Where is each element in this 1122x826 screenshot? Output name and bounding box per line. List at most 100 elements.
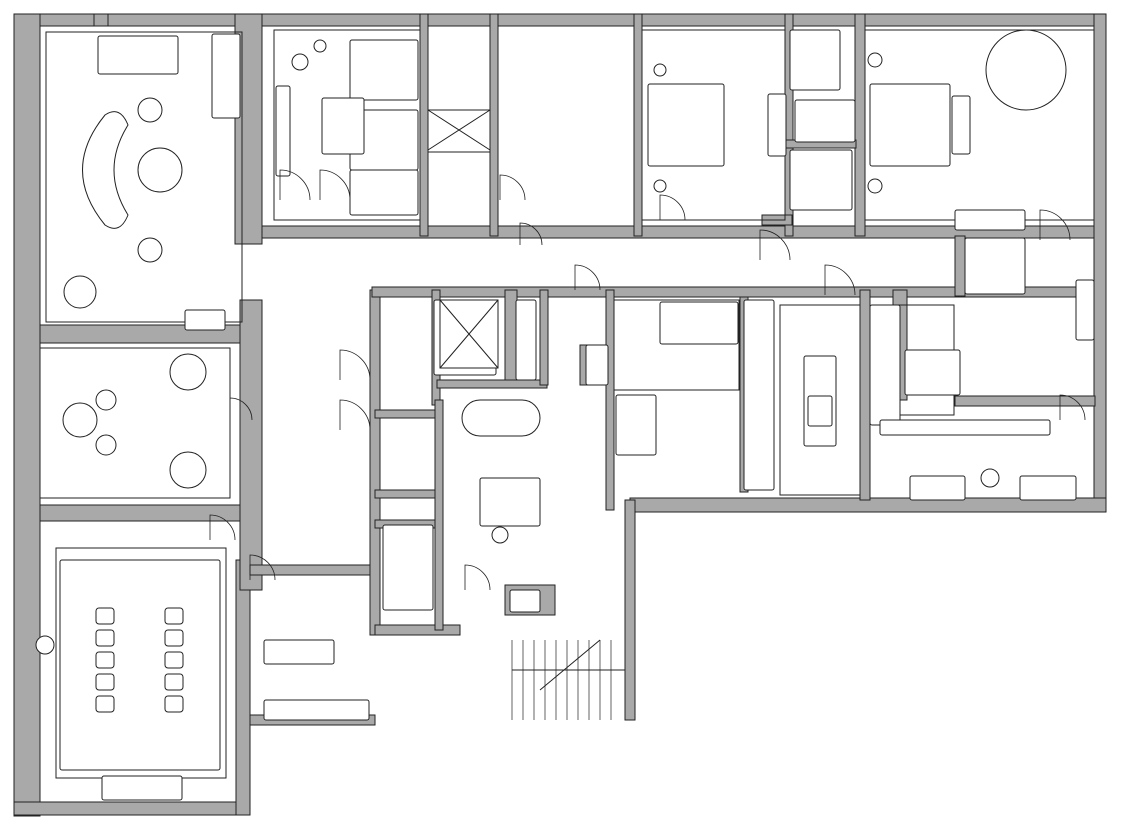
round-table (867, 52, 883, 68)
door-swing (319, 169, 351, 201)
round-table (137, 237, 163, 263)
furniture-piece (479, 477, 541, 527)
furniture-piece (263, 639, 335, 665)
wall (239, 299, 263, 591)
furniture-piece (349, 39, 419, 101)
staircase (511, 639, 625, 720)
wall (504, 289, 518, 381)
wall (235, 559, 251, 816)
furniture-piece (59, 559, 221, 771)
room-outline (779, 304, 861, 496)
wall (369, 289, 381, 636)
furniture-piece (275, 85, 291, 177)
furniture-piece (869, 83, 951, 167)
furniture-piece (904, 349, 961, 396)
door-swing (824, 264, 856, 296)
wall (489, 13, 499, 237)
wall (436, 379, 548, 389)
wall (954, 395, 1096, 407)
dining-chair (95, 695, 115, 713)
wall (13, 13, 41, 817)
room-outline (39, 347, 231, 499)
furniture-piece (1075, 279, 1095, 341)
island-oval (461, 399, 541, 437)
furniture-piece (879, 419, 1051, 436)
dining-chair (95, 673, 115, 691)
door-swing (249, 554, 276, 581)
wall (605, 289, 615, 511)
room-outline (45, 31, 243, 323)
door-swing (574, 264, 601, 291)
wall (249, 564, 376, 576)
wall (93, 13, 109, 27)
shower-cross (427, 109, 491, 151)
dining-chair (95, 607, 115, 625)
door-swing (464, 564, 491, 591)
furniture-piece (101, 775, 183, 801)
door-swing (339, 399, 371, 431)
round-table (95, 389, 117, 411)
dining-chair (164, 629, 184, 647)
stair-landing (512, 639, 625, 691)
round-table (653, 63, 667, 77)
furniture-piece (211, 33, 241, 119)
round-table (95, 434, 117, 456)
dining-chair (164, 673, 184, 691)
round-table (313, 39, 327, 53)
wall (434, 399, 444, 631)
round-table (985, 29, 1067, 111)
dining-chair (95, 629, 115, 647)
round-table (35, 635, 55, 655)
furniture-piece (585, 344, 609, 386)
furniture-piece (789, 29, 841, 91)
wall (954, 235, 966, 297)
wall (1093, 13, 1107, 513)
round-table (291, 53, 309, 71)
dining-chair (95, 651, 115, 669)
furniture-piece (509, 589, 541, 613)
dining-chair (164, 607, 184, 625)
round-table (169, 353, 207, 391)
wall (261, 225, 1095, 239)
door-swing (659, 194, 686, 221)
room-outline (273, 29, 421, 221)
wall (854, 13, 866, 237)
furniture (35, 29, 1095, 801)
furniture-piece (615, 394, 657, 456)
wall (419, 13, 429, 237)
furniture-piece (659, 301, 739, 345)
furniture-piece (97, 35, 179, 75)
wall (624, 499, 636, 721)
wall (13, 801, 251, 816)
wall (13, 13, 1107, 27)
door-swing (279, 169, 311, 201)
door-swing (1059, 394, 1086, 421)
elevator-cross (439, 299, 499, 369)
furniture-piece (964, 237, 1026, 295)
furniture-piece (951, 95, 971, 155)
furniture-piece (909, 475, 966, 501)
door-swing (229, 397, 253, 421)
round-table (980, 468, 1000, 488)
round-table (653, 179, 667, 193)
furniture-piece (647, 83, 725, 167)
wall (39, 504, 241, 522)
door-swing (1039, 209, 1071, 241)
round-table (137, 147, 183, 193)
wall (374, 409, 436, 419)
furniture-piece (349, 169, 419, 216)
furniture-piece (794, 99, 856, 143)
round-table (169, 451, 207, 489)
room-outline (613, 299, 740, 391)
curved-sofa (82, 111, 129, 229)
furniture-piece (382, 524, 434, 611)
round-table (62, 402, 98, 438)
shower (427, 109, 491, 153)
wall (859, 289, 871, 501)
round-table (137, 97, 163, 123)
round-table (63, 275, 97, 309)
furniture-piece (184, 309, 226, 331)
furniture-piece (515, 299, 537, 381)
door-swing (759, 229, 791, 261)
dining-chair (164, 651, 184, 669)
